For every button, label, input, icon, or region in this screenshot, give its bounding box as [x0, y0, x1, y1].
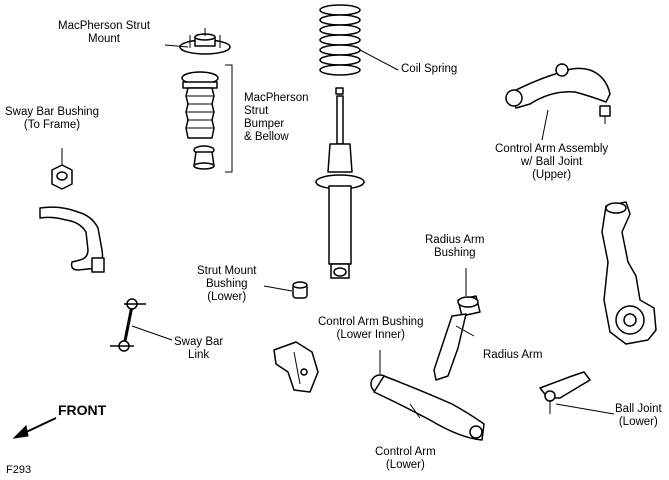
strut-part	[315, 87, 365, 279]
bracket-part	[273, 341, 319, 393]
front-label: FRONT	[58, 402, 107, 418]
sway-bar-bushing-part	[51, 164, 73, 190]
upper-control-arm-part	[505, 63, 611, 124]
radius-arm-part	[433, 295, 481, 381]
coil-spring-part	[319, 4, 361, 76]
sway-bar-link-part	[110, 298, 146, 352]
lower-ball-joint-part	[539, 371, 591, 414]
label-radius-arm-bushing: Radius Arm Bushing	[425, 234, 485, 259]
strut-mount-part	[179, 28, 231, 55]
label-coil-spring: Coil Spring	[401, 63, 458, 75]
label-strut-mount: MacPherson Strut Mount	[58, 20, 151, 45]
steering-knuckle-part	[601, 201, 657, 345]
label-strut-mount-bushing: Strut Mount Bushing (Lower)	[197, 265, 257, 303]
figure-code: F293	[6, 464, 32, 476]
lower-control-arm-part	[370, 374, 485, 441]
label-sway-bar-bushing: Sway Bar Bushing (To Frame)	[5, 106, 99, 131]
front-arrow-icon	[12, 417, 57, 439]
label-control-arm-bushing: Control Arm Bushing (Lower Inner)	[318, 316, 424, 341]
sway-bar-part	[39, 206, 105, 273]
label-bumper-bellow: MacPherson Strut Bumper & Bellow	[244, 92, 309, 143]
strut-bumper-bellow-part	[181, 71, 219, 170]
label-radius-arm: Radius Arm	[483, 349, 543, 361]
bumper-bracket	[225, 64, 233, 173]
leader-lines	[61, 44, 615, 419]
label-ball-joint: Ball Joint (Lower)	[615, 403, 662, 428]
label-control-arm-lower: Control Arm (Lower)	[375, 446, 436, 471]
strut-mount-bushing-part	[292, 281, 308, 299]
label-control-arm-upper: Control Arm Assembly w/ Ball Joint (Uppe…	[495, 143, 609, 181]
label-sway-bar-link: Sway Bar Link	[174, 336, 224, 361]
